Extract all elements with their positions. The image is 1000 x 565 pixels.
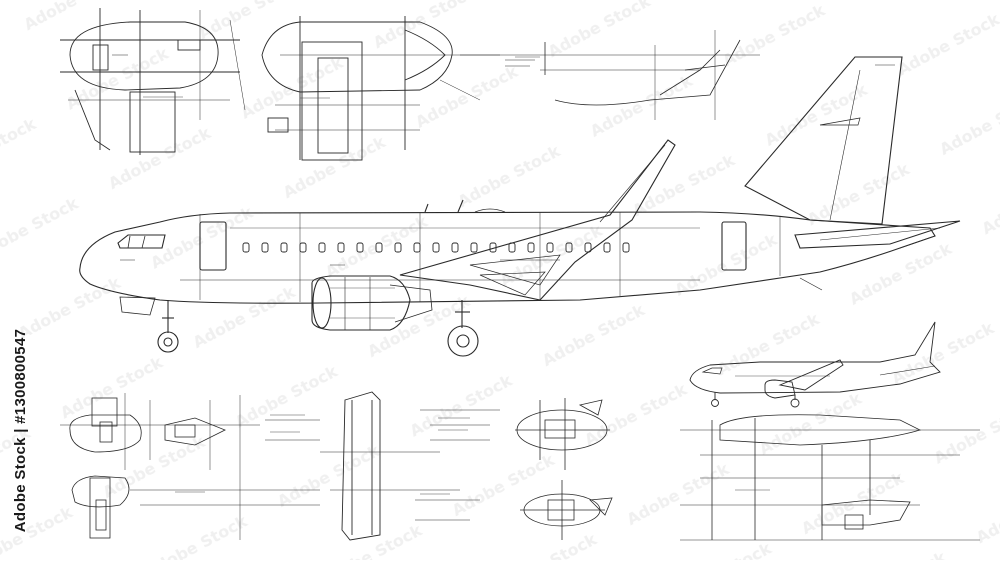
main-landing-gear (447, 300, 479, 357)
nose-section-detail (60, 8, 246, 155)
engine-nacelle (311, 275, 433, 331)
wing-root-section-detail (680, 414, 980, 541)
engine-section-detail (515, 398, 613, 540)
annotation-marks (120, 56, 770, 495)
forward-door (199, 221, 227, 271)
aircraft-side-elevation (79, 56, 961, 357)
fuselage-section-detail (261, 16, 500, 161)
watermark-side-label: Adobe Stock | #1300800547 (6, 310, 36, 550)
aft-door (721, 221, 747, 271)
landing-gear-detail (60, 393, 320, 540)
cabin-windows (242, 242, 630, 253)
watermark-text: Adobe Stock | #1300800547 (12, 328, 30, 532)
vertical-stabilizer (744, 56, 903, 225)
fuselage-outline (79, 211, 936, 304)
frame-section-detail (320, 391, 500, 541)
nose-landing-gear (119, 296, 179, 353)
tail-section-detail (460, 30, 760, 120)
aircraft-side-elevation-small (689, 321, 941, 408)
cockpit-window (117, 234, 166, 249)
horizontal-stabilizer (794, 220, 961, 249)
main-wing (399, 139, 676, 301)
